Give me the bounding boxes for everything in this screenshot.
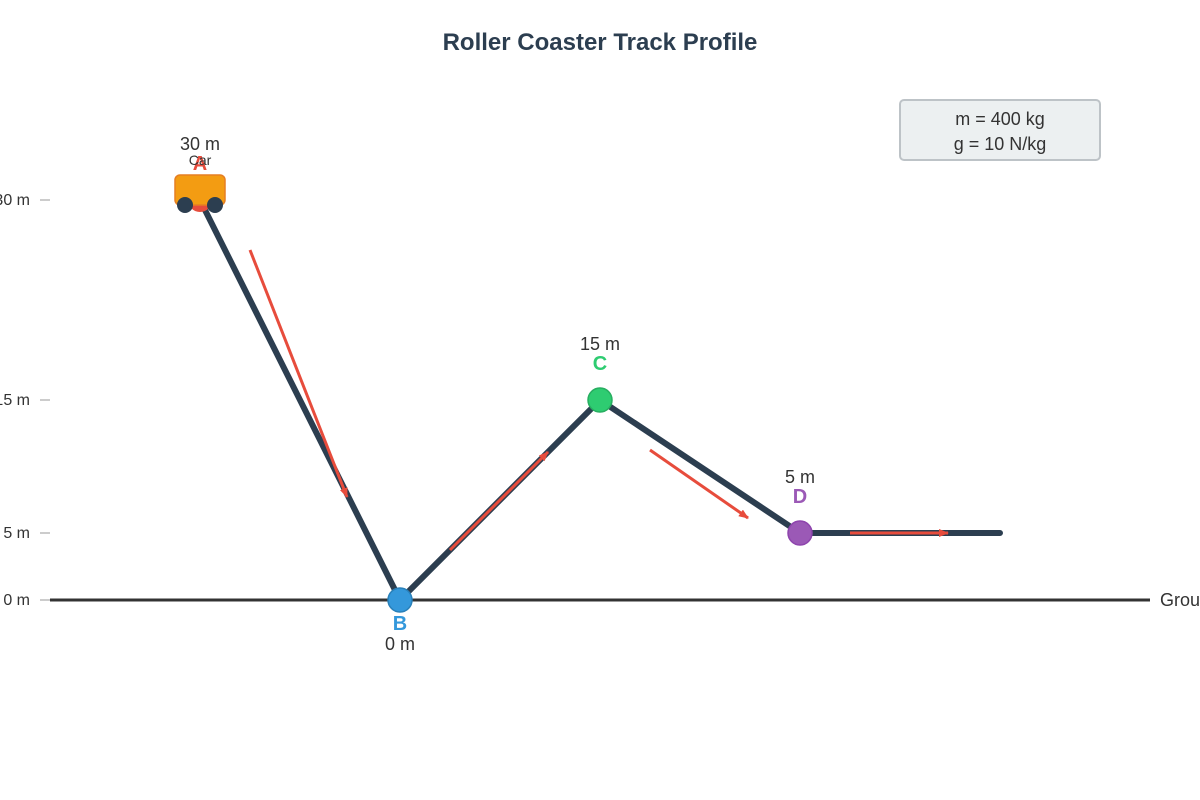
direction-arrow-ab: [248, 249, 349, 498]
point-c-letter: C: [593, 353, 607, 375]
point-d-marker: [787, 520, 813, 546]
point-a-height: 30 m: [180, 134, 220, 154]
point-c-height: 15 m: [580, 334, 620, 354]
tick-label-15m: 15 m: [0, 392, 30, 409]
point-b: B 0 m: [385, 587, 415, 654]
point-d-letter: D: [793, 486, 807, 508]
coaster-car: Car: [174, 152, 226, 213]
direction-arrow-cd: [649, 448, 749, 520]
point-c-marker: [587, 387, 613, 413]
height-axis: 30 m 15 m 5 m 0 m: [0, 192, 50, 609]
point-d: D 5 m: [785, 467, 815, 546]
point-b-letter: B: [393, 613, 407, 635]
tick-label-0m: 0 m: [3, 592, 30, 609]
car-wheel-left-icon: [177, 197, 193, 213]
tick-label-5m: 5 m: [3, 525, 30, 542]
info-mass: m = 400 kg: [955, 109, 1045, 129]
car-label: Car: [189, 152, 212, 168]
info-box-frame: [899, 99, 1101, 161]
info-gravity: g = 10 N/kg: [954, 134, 1047, 154]
direction-arrow-bc: [448, 450, 550, 552]
point-b-marker: [387, 587, 413, 613]
ground-label: Ground: [1160, 590, 1200, 610]
point-d-height: 5 m: [785, 467, 815, 487]
point-b-height: 0 m: [385, 634, 415, 654]
point-c: C 15 m: [580, 334, 620, 413]
car-wheel-right-icon: [207, 197, 223, 213]
diagram-title: Roller Coaster Track Profile: [443, 29, 758, 56]
info-box: m = 400 kg g = 10 N/kg: [899, 99, 1101, 161]
tick-label-30m: 30 m: [0, 192, 30, 209]
point-a-letter: A: [193, 153, 207, 175]
